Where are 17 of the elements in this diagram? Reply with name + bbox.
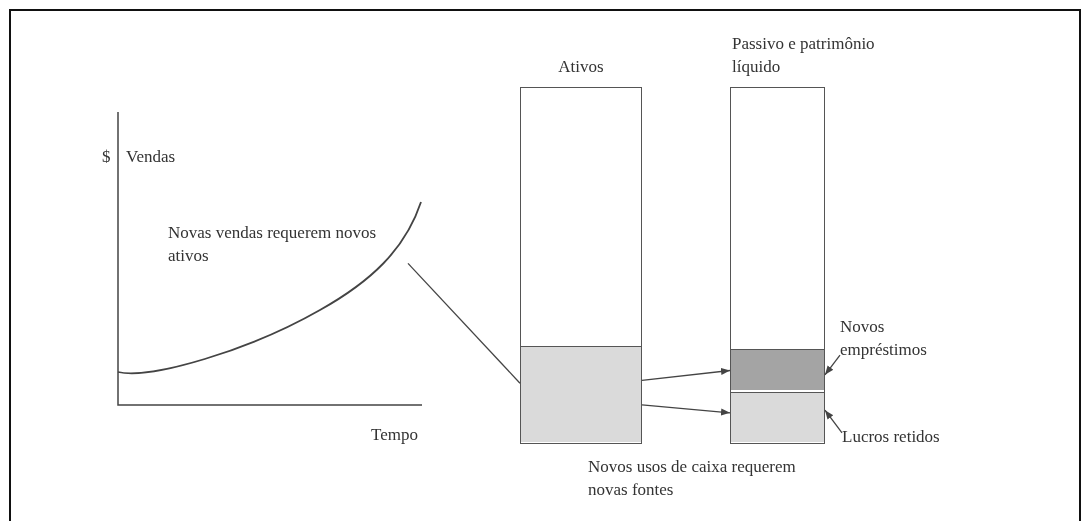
callout-text: Lucros retidos [842,426,962,449]
callout-text: Novas vendas requerem novos ativos [168,222,408,268]
arrow [824,354,841,376]
callout-text: Novos empréstimos [840,316,950,362]
arrow [824,409,843,434]
leader-line [407,262,521,384]
column-heading: Passivo e patrimônio líquido [732,33,876,79]
axis-label: $ [102,146,112,168]
column-heading: Ativos [557,56,605,79]
shaded-section [521,345,641,442]
axis-label: Vendas [126,146,177,168]
caption-text: Novos usos de caixa requerem novas fontes [588,456,797,501]
axis-label: Tempo [371,424,419,446]
arrow [641,404,731,416]
shaded-section [731,348,824,390]
arrow [641,367,731,381]
shaded-section [731,391,824,442]
